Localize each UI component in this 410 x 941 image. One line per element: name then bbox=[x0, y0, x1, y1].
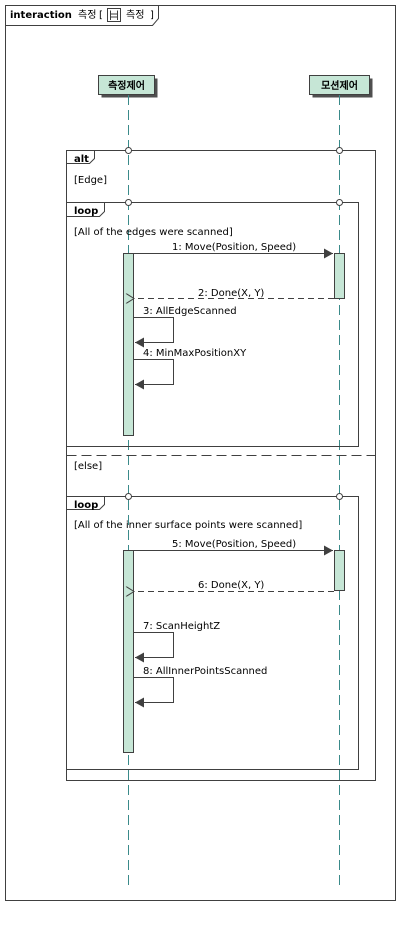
frame-diagram-name: 측정 bbox=[126, 9, 144, 21]
loop1-guard: [All of the edges were scanned] bbox=[74, 227, 233, 238]
message-3-arrow bbox=[133, 317, 174, 348]
lifeline-label-측정제어: 측정제어 bbox=[108, 79, 145, 92]
message-7-label: 7: ScanHeightZ bbox=[143, 621, 220, 632]
message-8-arrow bbox=[133, 677, 174, 708]
message-6-label: 6: Done(X, Y) bbox=[198, 580, 264, 591]
lifeline-label-모션제어: 모션제어 bbox=[321, 79, 358, 92]
message-7-arrow bbox=[133, 632, 174, 663]
loop1-operator: loop bbox=[74, 206, 98, 217]
frame-bracket-open: [ bbox=[99, 10, 103, 21]
message-1-label: 1: Move(Position, Speed) bbox=[172, 242, 296, 253]
activation-모션제어-1 bbox=[334, 253, 345, 299]
alt-fragment-tab bbox=[66, 150, 95, 164]
loop1-fragment bbox=[66, 202, 359, 447]
lifeline-head-측정제어[interactable]: 측정제어 bbox=[98, 75, 158, 98]
loop2-gate-right bbox=[336, 493, 343, 500]
message-3-label: 3: AllEdgeScanned bbox=[143, 306, 237, 317]
lifeline-head-모션제어[interactable]: 모션제어 bbox=[309, 75, 373, 98]
message-4-label: 4: MinMaxPositionXY bbox=[143, 348, 247, 359]
diagram-icon bbox=[107, 8, 121, 22]
loop1-fragment-tab bbox=[66, 202, 105, 217]
alt-operator: alt bbox=[74, 154, 89, 165]
loop1-gate-right bbox=[336, 199, 343, 206]
activation-모션제어-2 bbox=[334, 550, 345, 591]
frame-bracket-close: ] bbox=[150, 10, 154, 21]
frame-tab bbox=[5, 5, 159, 26]
alt-guard-1: [Edge] bbox=[74, 175, 107, 186]
loop2-guard: [All of the inner surface points were sc… bbox=[74, 520, 302, 531]
loop2-gate-left bbox=[125, 493, 132, 500]
message-4-arrow bbox=[133, 359, 174, 390]
alt-gate-left bbox=[125, 147, 132, 154]
frame-keyword: interaction bbox=[10, 10, 72, 21]
alt-fragment bbox=[66, 150, 376, 781]
loop2-fragment-tab bbox=[66, 496, 105, 510]
activation-측정제어-1 bbox=[123, 253, 134, 436]
alt-gate-right bbox=[336, 147, 343, 154]
activation-측정제어-2 bbox=[123, 550, 134, 753]
message-5-label: 5: Move(Position, Speed) bbox=[172, 539, 296, 550]
message-2-label: 2: Done(X, Y) bbox=[198, 288, 264, 299]
interaction-frame bbox=[5, 5, 396, 901]
message-8-label: 8: AllInnerPointsScanned bbox=[143, 666, 267, 677]
loop2-operator: loop bbox=[74, 500, 98, 511]
loop2-fragment bbox=[66, 496, 359, 770]
frame-name: 측정 bbox=[78, 9, 96, 21]
loop1-gate-left bbox=[125, 199, 132, 206]
alt-guard-2: [else] bbox=[74, 461, 102, 472]
